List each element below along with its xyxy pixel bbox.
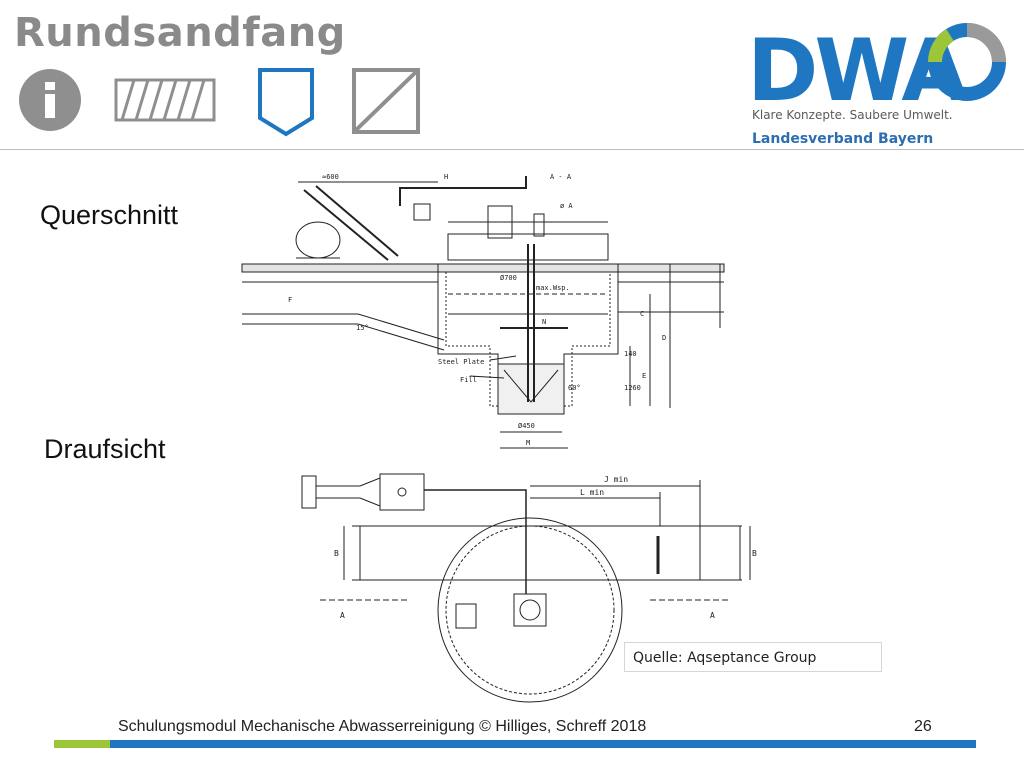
header-divider xyxy=(0,149,1024,150)
info-icon xyxy=(19,69,81,131)
logo-tagline: Klare Konzepte. Saubere Umwelt. xyxy=(752,108,953,122)
b-label-right: B xyxy=(752,549,757,558)
cross-section-drawing: ≈600 H A - A ø A Ø700 max.Wsp. N F C D E… xyxy=(241,173,725,449)
section-label-top: Draufsicht xyxy=(44,434,166,464)
dia-700-label: Ø700 xyxy=(500,274,517,282)
a-label-right: A xyxy=(710,611,715,620)
footer-bar-blue xyxy=(110,740,976,748)
dim-15-label: 15° xyxy=(356,324,369,332)
section-aa-label: A - A xyxy=(550,173,572,181)
d-label: D xyxy=(662,334,666,342)
n-label: N xyxy=(542,318,546,326)
shield-icon xyxy=(258,68,314,137)
max-wsp-label: max.Wsp. xyxy=(536,284,570,292)
dim-h-label: H xyxy=(444,173,448,181)
dim-1260-label: 1260 xyxy=(624,384,641,392)
dia-450-label: Ø450 xyxy=(518,422,535,430)
diagonal-square-icon xyxy=(352,68,420,134)
logo-ring-icon xyxy=(928,23,1006,101)
footer-bar-green xyxy=(54,740,110,748)
j-min-label: J min xyxy=(604,475,628,484)
dwa-logo: DWA xyxy=(747,21,1006,108)
logo-subtitle: Landesverband Bayern xyxy=(752,131,934,147)
section-label-cross: Querschnitt xyxy=(40,200,179,230)
l-min-label: L min xyxy=(580,488,604,497)
page-title: Rundsandfang xyxy=(14,10,346,56)
dia-a-label: ø A xyxy=(560,202,573,210)
steel-plate-label: Steel Plate xyxy=(438,358,484,366)
icon-row xyxy=(19,68,420,137)
page-number: 26 xyxy=(914,718,932,735)
e-label: E xyxy=(642,372,646,380)
source-caption: Quelle: Aqseptance Group xyxy=(624,642,882,672)
angle-label: 60° xyxy=(568,384,581,392)
b-label-left: B xyxy=(334,549,339,558)
dim-600-label: ≈600 xyxy=(322,173,339,181)
footer-text: Schulungsmodul Mechanische Abwasserreini… xyxy=(118,718,647,735)
hatch-icon xyxy=(114,78,216,122)
c-label: C xyxy=(640,310,644,318)
fill-label: Fill xyxy=(460,376,477,384)
a-label-left: A xyxy=(340,611,345,620)
dim-140-label: 140 xyxy=(624,350,637,358)
plan-view-drawing: J min L min B B A A xyxy=(301,473,757,703)
f-label: F xyxy=(288,296,292,304)
m-label: M xyxy=(526,439,530,447)
